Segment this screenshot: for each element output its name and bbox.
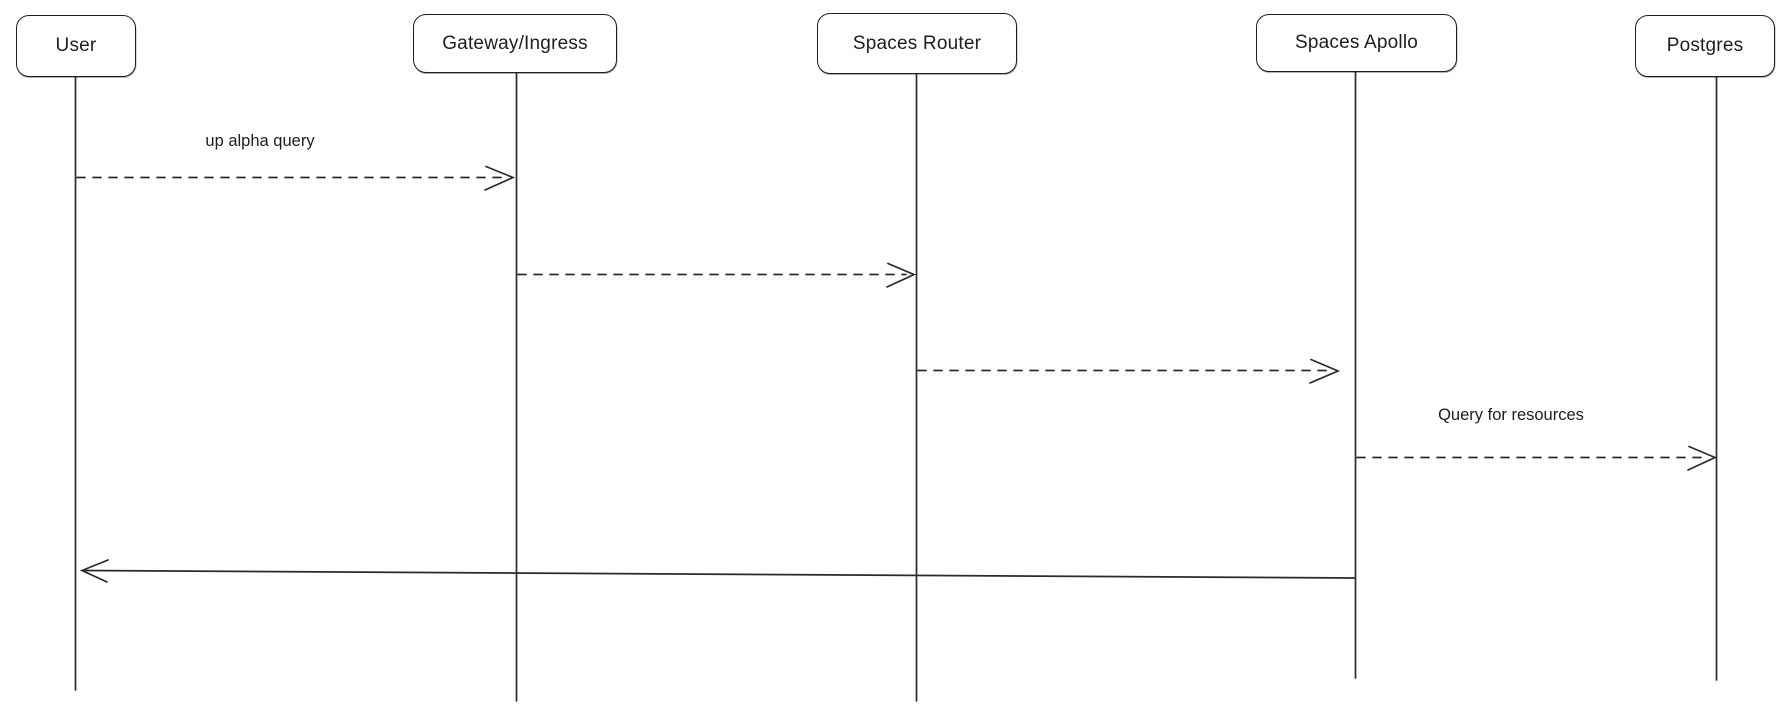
actor-label-spaces-router: Spaces Router <box>852 32 982 54</box>
actor-label-spaces-apollo: Spaces Apollo <box>1294 32 1419 53</box>
message-arrow-user-to-gateway <box>76 165 516 191</box>
actor-label-gateway-ingress: Gateway/Ingress <box>442 32 588 54</box>
message-arrow-apollo-return-to-user <box>79 559 1356 583</box>
message-arrow-apollo-to-postgres <box>1356 445 1718 471</box>
actor-box-postgres: Postgres <box>1635 15 1775 77</box>
actor-box-user: User <box>16 15 136 77</box>
message-arrow-gateway-to-router <box>517 262 917 288</box>
message-label-query-for-resources: Query for resources <box>1438 406 1584 424</box>
message-arrow-router-to-apollo <box>917 358 1341 384</box>
actor-box-spaces-router: Spaces Router <box>817 13 1017 74</box>
actor-box-spaces-apollo: Spaces Apollo <box>1256 14 1457 72</box>
actor-label-postgres: Postgres <box>1666 35 1744 56</box>
actor-label-user: User <box>55 35 97 56</box>
actor-box-gateway-ingress: Gateway/Ingress <box>413 14 617 73</box>
message-label-up-alpha-query: up alpha query <box>205 132 315 150</box>
